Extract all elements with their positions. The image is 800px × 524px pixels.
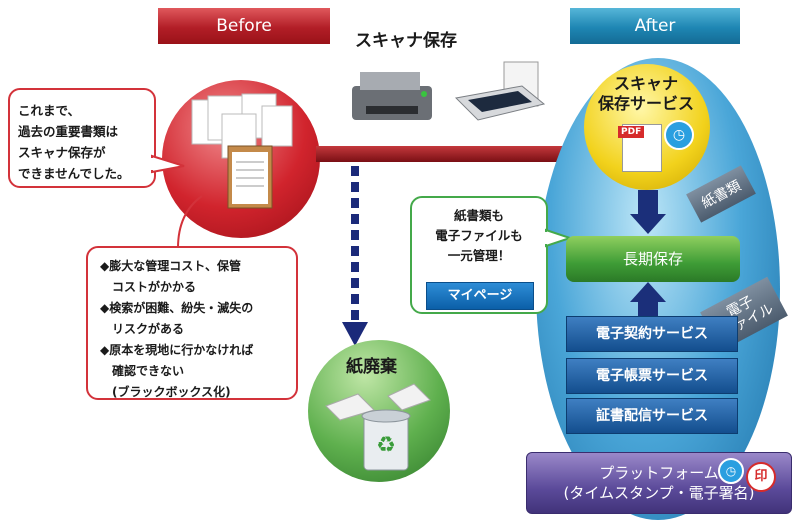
callout-pointer [150,154,185,174]
platform-subtitle: (タイムスタンプ・電子署名) [563,484,755,502]
platform-box: プラットフォーム (タイムスタンプ・電子署名) [526,452,792,514]
issue-line: リスクがある [100,322,185,336]
after-banner: After [570,8,740,44]
issue-line: 確認できない [100,364,185,378]
long-term-storage: 長期保存 [566,236,740,282]
recycle-bin-icon: ♻ [325,383,431,471]
mypage-callout-pointer [544,228,572,248]
e-form-service: 電子帳票サービス [566,358,738,394]
issue-line: ◆検索が困難、紛失・滅失の [100,301,254,315]
before-callout-line: これまで、 [18,103,81,118]
timestamp-clock-icon: ◷ [718,458,744,484]
before-callout-line: 過去の重要書類は [18,124,119,139]
printer-icon [352,72,432,120]
disposal-arrow [342,166,368,346]
scan-service-line: スキャナ [613,74,678,93]
issue-line: コストがかかる [100,280,197,294]
issue-line: (ブラックボックス化) [100,385,231,399]
svg-text:♻: ♻ [376,433,396,458]
before-callout: これまで、 過去の重要書類は スキャナ保存が できませんでした。 [8,88,156,188]
before-banner: Before [158,8,330,44]
disposal-label: 紙廃棄 [346,357,397,377]
clock-icon: ◷ [664,120,694,150]
mypage-callout-line: 電子ファイルも [435,228,523,243]
scan-service-label: スキャナ 保存サービス [596,74,696,114]
mypage-callout-line: 一元管理！ [447,248,511,263]
issues-pointer [177,195,203,249]
issue-line: ◆原本を現地に行かなければ [100,343,254,357]
scan-title: スキャナ保存 [355,31,457,51]
paper-stack-icon [191,93,293,209]
before-callout-line: スキャナ保存が [18,145,106,160]
scan-service-line: 保存サービス [597,94,694,113]
to-storage-arrow [630,190,666,234]
e-contract-service: 電子契約サービス [566,316,738,352]
mypage-callout-line: 紙書類も [453,208,504,223]
mypage-button[interactable]: マイページ [426,282,534,310]
before-callout-line: できませんでした。 [18,166,130,181]
issues-callout: ◆膨大な管理コスト、保管 コストがかかる ◆検索が困難、紛失・滅失の リスクがあ… [86,246,298,400]
issue-line: ◆膨大な管理コスト、保管 [100,259,241,273]
pdf-tag: PDF [618,126,645,138]
from-services-arrow [630,282,666,316]
seal-icon: 印 [746,462,776,492]
platform-title: プラットフォーム [599,464,719,482]
flatbed-scanner-icon [454,61,546,121]
certificate-delivery-service: 証書配信サービス [566,398,738,434]
